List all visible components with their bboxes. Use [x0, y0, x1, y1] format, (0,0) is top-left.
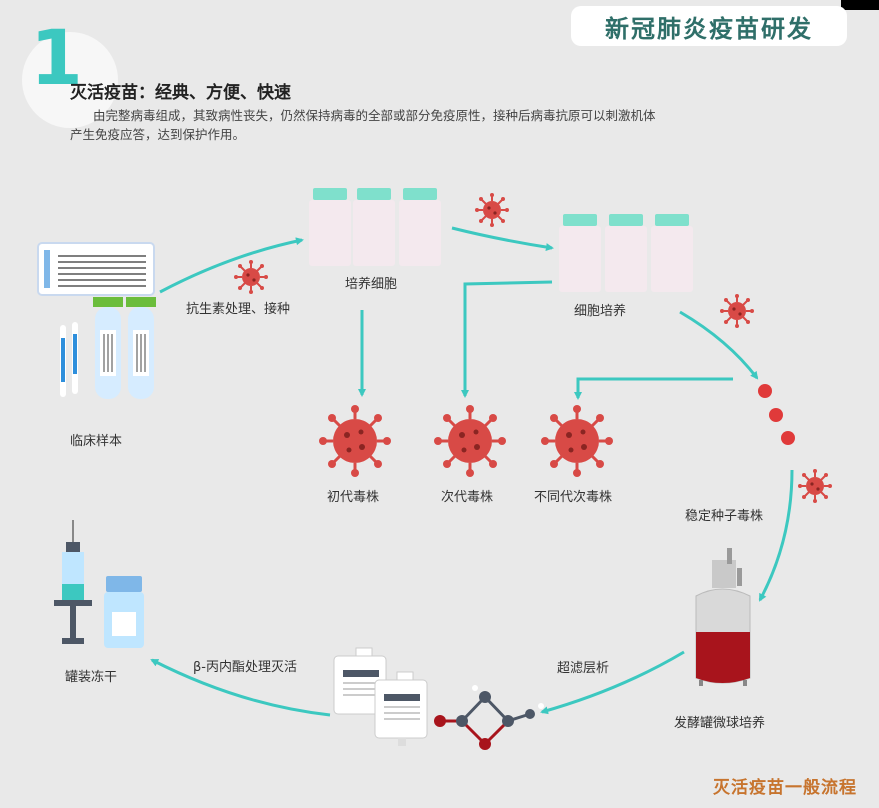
virus-icon	[474, 192, 510, 228]
first-gen-label: 初代毒株	[327, 490, 380, 505]
syringe-icon	[54, 520, 92, 644]
clinical-sample-label: 临床样本	[70, 434, 123, 449]
culture-cells-label: 培养细胞	[345, 277, 398, 292]
seed-dots	[758, 384, 795, 445]
step-description: 由完整病毒组成，其致病性丧失，仍然保持病毒的全部或部分免疫原性，接种后病毒抗原可…	[70, 108, 656, 142]
cell-culture-label: 细胞培养	[574, 304, 627, 319]
page-title: 新冠肺炎疫苗研发	[571, 6, 847, 46]
cell-culture-bottles-icon	[559, 214, 693, 292]
first-gen-virus-icon	[317, 403, 393, 479]
ultrafiltration-label: 超滤层析	[557, 661, 610, 676]
iv-bag-icon	[333, 647, 428, 746]
fill-freeze-label: 罐装冻干	[65, 670, 118, 685]
second-gen-virus-icon	[432, 403, 508, 479]
corner-mark	[841, 0, 879, 10]
clinical-sample-illustration	[37, 242, 156, 399]
inactivation-label: β-丙内酯处理灭活	[193, 660, 297, 675]
diff-gen-label: 不同代次毒株	[534, 490, 613, 505]
fermenter-icon	[695, 548, 751, 686]
step-heading: 灭活疫苗：经典、方便、快速	[70, 83, 291, 103]
stable-seed-label: 稳定种子毒株	[685, 509, 764, 524]
footer-caption: 灭活疫苗一般流程	[713, 778, 857, 798]
vial-icon	[104, 576, 144, 648]
virus-icon	[233, 259, 269, 295]
step-number-backdrop	[22, 32, 118, 128]
culture-cells-bottles-icon	[309, 188, 441, 266]
test-tube-icon	[93, 297, 156, 399]
second-gen-label: 次代毒株	[441, 490, 494, 505]
fermenter-label: 发酵罐微球培养	[674, 716, 766, 731]
antibiotic-label: 抗生素处理、接种	[186, 302, 291, 317]
step-number: 1	[30, 13, 83, 102]
molecule-icon	[434, 685, 544, 750]
virus-icon	[797, 468, 833, 504]
diff-gen-virus-icon	[539, 403, 615, 479]
swab-icon	[60, 322, 78, 397]
virus-icon	[719, 293, 755, 329]
flow-arrows	[150, 226, 794, 717]
sample-rack-icon	[37, 242, 155, 296]
